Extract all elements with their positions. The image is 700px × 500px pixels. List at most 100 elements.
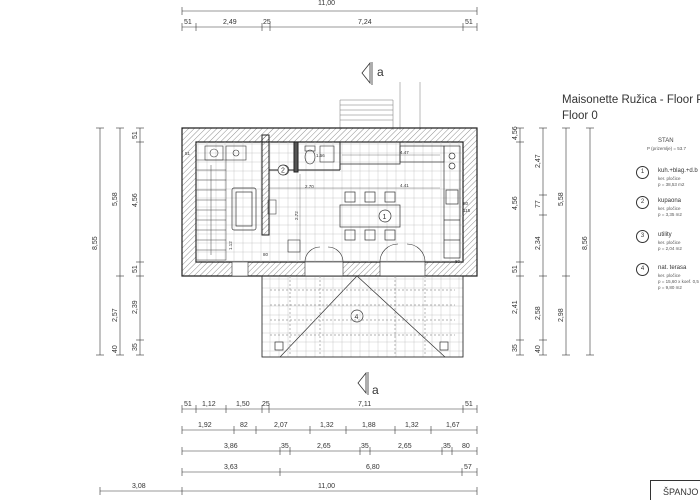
room-label-1: 1 [383,214,387,221]
dim-right-mid-298: 2,98 [558,308,565,322]
terrace-pergola [261,275,464,358]
dim-bottom-r1-1: 51 [184,401,192,408]
dim-bottom-r5-1: 3,08 [132,483,146,490]
section-arrow-top [361,61,373,85]
legend-item-3-line1: ker. pločice [658,240,681,245]
dim-right-lower-40: 40 [535,345,542,353]
legend-item-4-line1: ker. pločice [658,273,681,278]
room-dim-7: 115 [463,208,471,213]
legend-item-2-line1: ker. pločice [658,206,681,211]
room-dim-6: 80 [463,201,469,206]
dim-top-1: 51 [184,19,192,26]
legend-number-2: 2 [636,196,649,209]
legend-heading: STAN [658,138,674,144]
legend-number-4: 4 [636,263,649,276]
bottom-dimension-lines [99,405,478,495]
legend-item-4-name: nat. terasa [658,265,687,271]
dim-bottom-r2-1: 1,92 [198,422,212,429]
room-dim-2: 4.41 [400,183,409,188]
legend-subheading: P (prizemlje) = 53.7 [647,146,687,151]
dim-bottom-r3-7: 80 [462,443,470,450]
dining-table [339,191,401,241]
plan-title-line1: Maisonette Ružica - Floor Pl [562,94,700,106]
room-dim-9: 1.12 [228,241,233,250]
legend-item-2-line2: p = 3,35 m2 [658,212,682,217]
room-dim-11: 80 [455,259,461,264]
dim-bottom-r3-4: 35 [361,443,369,450]
room-dim-10: 80 [263,252,269,257]
title-block-stamp: ŠPANJO [650,480,700,500]
dim-left-inner-3: 51 [132,265,139,273]
section-arrow-bottom [357,371,369,395]
dim-bottom-r2-3: 2,07 [274,422,288,429]
dim-bottom-r1-3: 1,50 [236,401,250,408]
dim-bottom-r1-2: 1,12 [202,401,216,408]
dim-bottom-r3-3: 2,65 [317,443,331,450]
exterior-stair-top [339,82,421,130]
dim-left-outer: 8,55 [92,236,99,250]
legend-item-3-line2: p = 2,04 m2 [658,246,682,251]
dim-top-2: 2,49 [223,19,237,26]
dim-bottom-r1-5: 7,11 [358,401,371,408]
dim-bottom-r3-5: 2,65 [398,443,412,450]
dim-bottom-r5-2: 11,00 [318,483,335,490]
dim-bottom-r2-7: 1,67 [446,422,460,429]
legend-item-3-name: utility [658,232,672,238]
top-dimension-lines [181,7,478,31]
dim-bottom-r2-5: 1,88 [362,422,376,429]
dim-top-5: 51 [465,19,473,26]
dim-right-35: 35 [512,344,519,352]
dim-right-inner-77: 77 [535,200,542,208]
dim-left-lower-1: 2,57 [112,308,119,322]
dim-bottom-r4-3: 57 [464,464,472,471]
terrace-doors [231,243,426,277]
side-table [267,199,277,215]
dim-left-mid: 5,58 [112,192,119,206]
room-dim-5: 1.56 [316,153,325,158]
legend-item-1-line2: p = 38,53 m2 [658,182,685,187]
dim-right-lower-2: 4,56 [512,196,519,210]
legend-item-1-name: kuh.+blag.+d.b [658,168,698,174]
dim-right-inner-247: 2,47 [535,154,542,168]
right-dimension-lines [516,127,594,356]
dim-bottom-r3-2: 35 [281,443,289,450]
dim-top-3: 25 [263,19,271,26]
dim-right-inner-234: 2,34 [535,236,542,250]
plan-title-line2: Floor 0 [562,110,598,122]
dim-right-lower-1: 4,56 [512,126,519,140]
dim-bottom-r1-4: 25 [262,401,270,408]
dim-left-inner-2: 4,56 [132,193,139,207]
dim-left-inner-1: 51 [132,131,139,139]
dim-left-lower-2: 40 [112,345,119,353]
dim-bottom-r3-6: 35 [443,443,451,450]
dim-right-241: 2,41 [512,300,519,314]
dim-bottom-r1-6: 51 [465,401,473,408]
dim-right-51: 51 [512,265,519,273]
room-dim-4: 2.72 [294,211,299,220]
dim-right-outer: 8,56 [582,236,589,250]
section-label-bottom: a [372,383,379,397]
dim-bottom-r2-6: 1,32 [405,422,419,429]
legend-number-3: 3 [636,230,649,243]
legend-number-1: 1 [636,166,649,179]
plan-title: Maisonette Ružica - Floor Pl Floor 0 [562,92,700,124]
dim-bottom-r4-1: 3,63 [224,464,238,471]
dim-bottom-r2-4: 1,32 [320,422,334,429]
legend-item-4-line2: p = 15,60 x koef. 0,5 [658,279,699,284]
legend-item-4-line3: p = 9,80 m2 [658,285,682,290]
dim-left-inner-4: 2,39 [132,300,139,314]
dim-left-inner-5: 35 [132,343,139,351]
dim-top-4: 7,24 [358,19,372,26]
sofa [231,187,257,231]
room-dim-8: 51 [185,151,191,156]
legend-item-2-name: kupaona [658,198,682,204]
legend-item-1-line1: ker. pločice [658,176,681,181]
left-dimension-lines [96,127,144,356]
dim-top-total: 11,00 [318,0,335,7]
room-dim-3: 2.70 [305,184,314,189]
dim-right-lower-258: 2,58 [535,306,542,320]
dim-right-mid-558: 5,58 [558,192,565,206]
dim-bottom-r4-2: 6,80 [366,464,380,471]
